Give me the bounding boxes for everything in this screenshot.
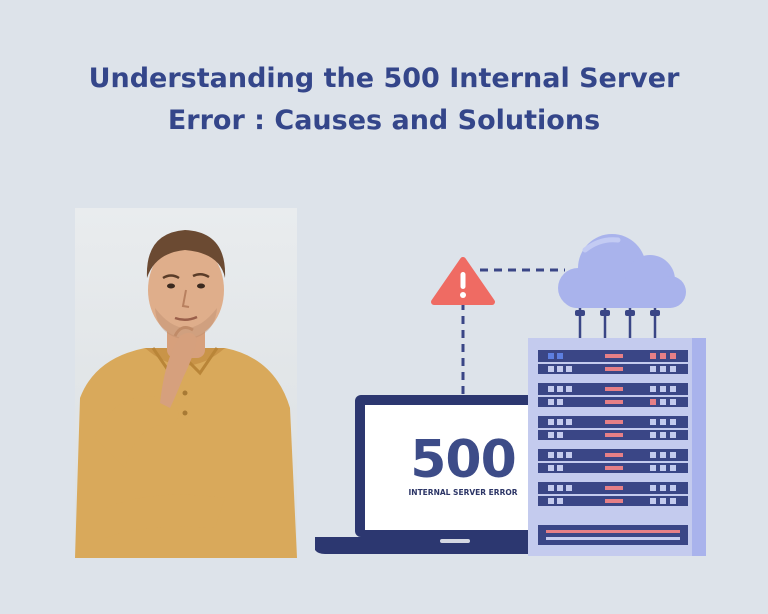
server-error-illustration: [315, 234, 706, 556]
server-unit-2: [538, 383, 688, 407]
page-title: Understanding the 500 Internal Server Er…: [40, 58, 728, 142]
thinking-man-illustration: [75, 230, 297, 558]
page-title-line-1: Understanding the 500 Internal Server: [88, 63, 680, 94]
server-rack-icon: [528, 338, 706, 556]
page-title-line-2: Error : Causes and Solutions: [167, 105, 601, 136]
laptop-icon: [315, 395, 590, 554]
server-unit-5: [538, 482, 688, 506]
error-code: 500: [410, 430, 517, 490]
laptop-error-screen: 500 INTERNAL SERVER ERROR: [400, 432, 526, 498]
thinking-man-photo: [75, 208, 297, 558]
warning-triangle-icon: [431, 257, 495, 305]
server-unit-4: [538, 449, 688, 473]
error-message: INTERNAL SERVER ERROR: [408, 488, 518, 497]
cloud-icon: [558, 234, 686, 338]
server-unit-3: [538, 416, 688, 440]
server-unit-1: [538, 350, 688, 374]
